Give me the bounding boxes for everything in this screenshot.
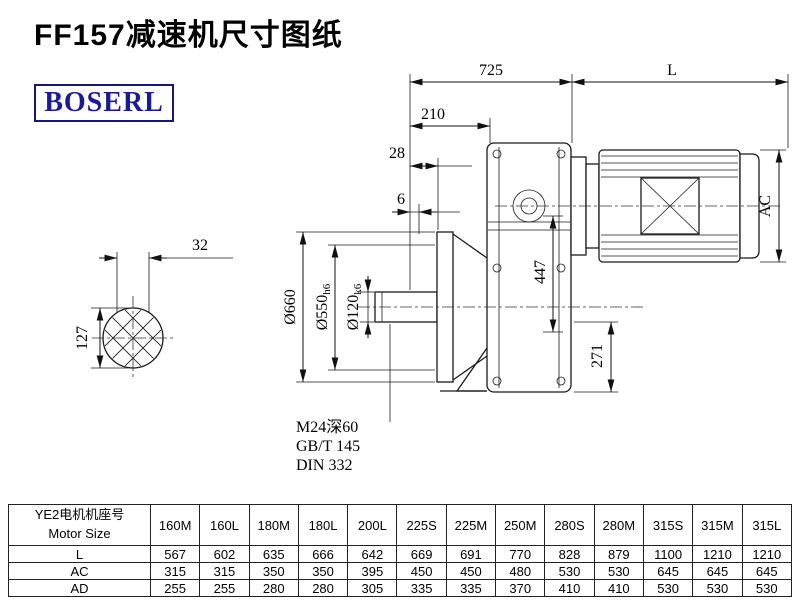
dim-6-label: 6 [397, 191, 405, 208]
col-header-225S: 225S [396, 504, 447, 546]
bolt-hole [492, 263, 502, 273]
col-header-280M: 280M [593, 504, 644, 546]
cell: 280 [297, 579, 349, 597]
col-header-200L: 200L [347, 504, 398, 546]
cell: 350 [297, 562, 349, 580]
cell: 879 [593, 545, 644, 563]
dim-shaft-dia-label: Ø120k6 [345, 283, 364, 330]
cell: 530 [642, 579, 694, 597]
bolt-hole [492, 149, 502, 159]
shaft-end-view [92, 296, 174, 380]
dimensions: 725 L 210 28 6 32 127 AC [74, 62, 789, 474]
cell: 530 [544, 562, 595, 580]
cell: 280 [248, 579, 299, 597]
col-header-160M: 160M [149, 504, 201, 546]
bolt-hole [556, 263, 566, 273]
table-row-L: L 567 602 635 666 642 669 691 770 828 87… [8, 545, 793, 563]
row-label-L: L [8, 545, 151, 563]
cell: 255 [149, 579, 201, 597]
bolt-hole [556, 376, 566, 386]
cell: 1210 [692, 545, 743, 563]
dim-210-label: 210 [421, 106, 445, 123]
col-header-250M: 250M [495, 504, 546, 546]
hatch-pattern [104, 309, 162, 367]
cell: 410 [544, 579, 595, 597]
page-title: FF157减速机尺寸图纸 [34, 19, 343, 52]
col-header-180L: 180L [297, 504, 349, 546]
technical-drawing: 725 L 210 28 6 32 127 AC [74, 62, 789, 474]
bolt-hole [492, 376, 502, 386]
dim-L-label: L [667, 62, 677, 79]
cell: 645 [642, 562, 694, 580]
cell: 305 [347, 579, 398, 597]
cell: 370 [495, 579, 546, 597]
cell: 828 [544, 545, 595, 563]
dim-spigot-dia-label: Ø550h6 [314, 283, 333, 330]
gearbox-side-view [358, 142, 780, 393]
cell: 669 [396, 545, 447, 563]
col-header-315M: 315M [692, 504, 743, 546]
boserl-logo: BOSERL [34, 84, 174, 122]
cell: 530 [692, 579, 743, 597]
cell: 335 [396, 579, 447, 597]
cell: 530 [593, 562, 644, 580]
cell: 350 [248, 562, 299, 580]
motor-fins [601, 155, 738, 257]
cell: 691 [445, 545, 497, 563]
cell: 635 [248, 545, 299, 563]
cell: 602 [199, 545, 250, 563]
dim-725-label: 725 [479, 62, 503, 79]
cell: 410 [593, 579, 644, 597]
cell: 642 [347, 545, 398, 563]
cell: 255 [199, 579, 250, 597]
cell: 1210 [741, 545, 793, 563]
dim-447-label: 447 [532, 260, 549, 284]
col-header-160L: 160L [199, 504, 250, 546]
note-tap: M24深60 [296, 418, 358, 436]
cell: 315 [149, 562, 201, 580]
cell: 1100 [642, 545, 694, 563]
dim-28-label: 28 [389, 145, 405, 162]
dim-AC-label: AC [757, 195, 774, 217]
cell: 645 [692, 562, 743, 580]
row-label-AD: AD [8, 579, 151, 597]
note-std1: GB/T 145 [296, 438, 360, 455]
cell: 567 [149, 545, 201, 563]
note-std2: DIN 332 [296, 457, 352, 474]
col-header-225M: 225M [445, 504, 497, 546]
cell: 395 [347, 562, 398, 580]
cell: 666 [297, 545, 349, 563]
cell: 645 [741, 562, 793, 580]
cell: 770 [495, 545, 546, 563]
col-header-180M: 180M [248, 504, 299, 546]
col-header-315L: 315L [741, 504, 793, 546]
col-header-280S: 280S [544, 504, 595, 546]
col-header-315S: 315S [642, 504, 694, 546]
dim-32-label: 32 [192, 237, 208, 254]
cell: 315 [199, 562, 250, 580]
dim-127-label: 127 [74, 326, 91, 350]
cell: 530 [741, 579, 793, 597]
cell: 450 [396, 562, 447, 580]
cell: 335 [445, 579, 497, 597]
cell: 450 [445, 562, 497, 580]
gear-housing [486, 142, 572, 393]
dim-271-label: 271 [589, 344, 606, 368]
cell: 480 [495, 562, 546, 580]
row-label-AC: AC [8, 562, 151, 580]
bolt-hole [556, 149, 566, 159]
table-row-AC: AC 315 315 350 350 395 450 450 480 530 5… [8, 562, 793, 580]
table-row-AD: AD 255 255 280 280 305 335 335 370 410 4… [8, 579, 793, 597]
dim-flange-dia-label: Ø660 [282, 289, 299, 325]
